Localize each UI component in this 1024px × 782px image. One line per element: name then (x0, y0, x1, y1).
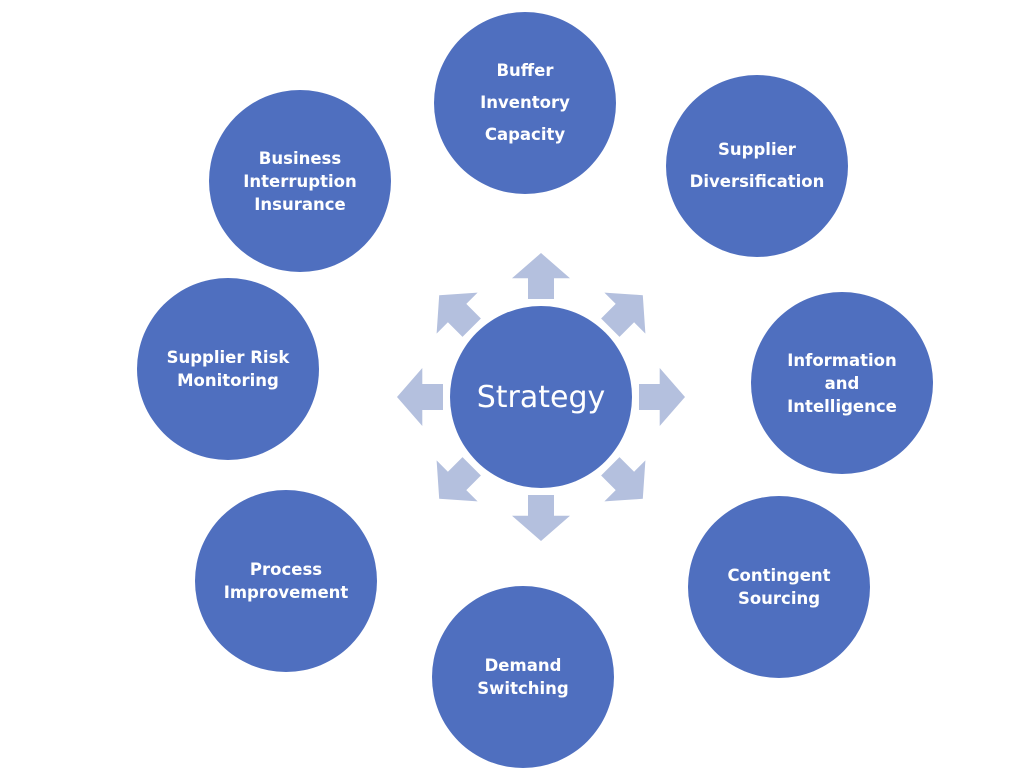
node-supplier-risk-monitoring: Supplier Risk Monitoring (137, 278, 319, 460)
arrow-right-icon (639, 368, 685, 426)
node-contingent-sourcing: Contingent Sourcing (688, 496, 870, 678)
node-line: Intelligence (787, 396, 897, 416)
node-process-improvement: Process Improvement (195, 490, 377, 672)
node-line: Sourcing (737, 589, 821, 608)
node-line: Buffer (496, 61, 554, 80)
node-buffer-inventory-capacity: Buffer Inventory Capacity (434, 12, 616, 194)
arrow-up-icon (512, 253, 570, 299)
node-line: Business (258, 148, 342, 168)
node-line: Interruption (243, 171, 357, 191)
arrow-down-left-icon (436, 457, 481, 502)
node-line: Diversification (689, 172, 825, 191)
node-business-interruption-insurance: Business Interruption Insurance (209, 90, 391, 272)
node-line: Demand (484, 656, 562, 675)
strategy-center-circle: Strategy (450, 306, 632, 488)
node-line: Process (249, 560, 323, 579)
node-line: Contingent (727, 566, 831, 585)
arrow-left-icon (397, 368, 443, 426)
strategy-center-label: Strategy (476, 379, 606, 415)
arrow-up-right-icon (601, 292, 646, 337)
node-line: Supplier (718, 140, 796, 159)
node-line: Capacity (484, 125, 566, 144)
node-line: Information (787, 350, 897, 370)
node-line: Switching (477, 679, 569, 698)
arrow-up-left-icon (436, 292, 481, 337)
node-line: Insurance (254, 194, 346, 214)
node-information-and-intelligence: Information and Intelligence (751, 292, 933, 474)
node-supplier-diversification: Supplier Diversification (666, 75, 848, 257)
node-line: Inventory (480, 93, 570, 112)
arrow-down-icon (512, 495, 570, 541)
arrow-down-right-icon (601, 457, 646, 502)
node-demand-switching: Demand Switching (432, 586, 614, 768)
node-line: Supplier Risk (166, 348, 290, 367)
node-line: Improvement (223, 583, 349, 602)
node-line: Monitoring (177, 371, 279, 390)
node-line: and (824, 373, 860, 393)
